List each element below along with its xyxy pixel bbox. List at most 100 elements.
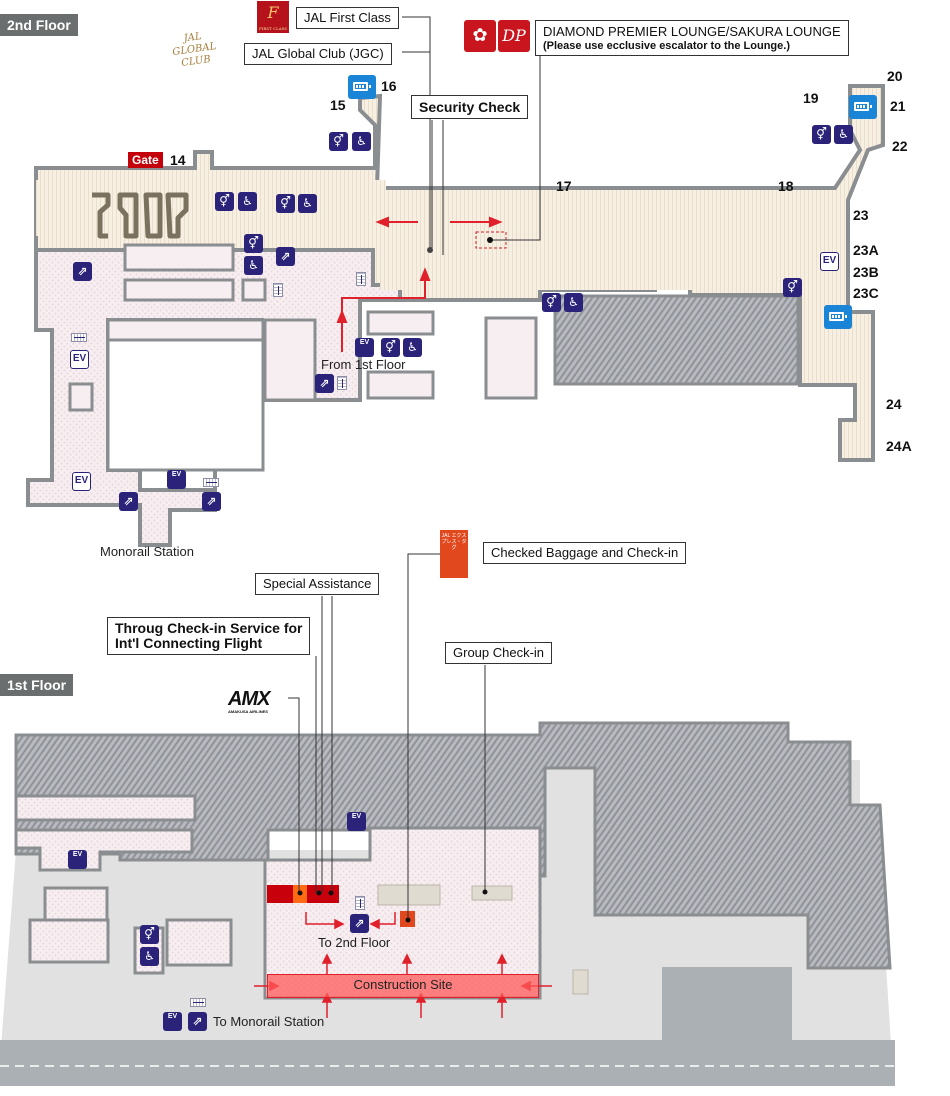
- wheelchair-icon: ♿: [564, 293, 583, 312]
- wheelchair-icon: ♿: [140, 947, 159, 966]
- restroom-icon: ⚥: [329, 132, 348, 151]
- gate-23[interactable]: 23: [853, 207, 869, 223]
- charging-station-icon: [849, 95, 877, 119]
- charging-station-icon: [824, 305, 852, 329]
- escalator-icon: ⇗: [119, 492, 138, 511]
- monorail-station-label: Monorail Station: [100, 544, 194, 559]
- gate-20[interactable]: 20: [887, 68, 903, 84]
- callout-through-checkin[interactable]: Throug Check-in Service for Int'l Connec…: [107, 617, 311, 655]
- callout-lounge[interactable]: DIAMOND PREMIER LOUNGE/SAKURA LOUNGE (Pl…: [535, 20, 849, 56]
- gate-23a[interactable]: 23A: [853, 242, 879, 258]
- escalator-icon: ⇗: [73, 262, 92, 281]
- jal-first-class-logo: F FIRST CLASS: [257, 1, 289, 33]
- ev-label: EV: [171, 471, 182, 478]
- escalator-icon: ⇗: [276, 247, 295, 266]
- jal-express-tag-logo: JAL エクスプレス・タグ: [440, 530, 468, 578]
- construction-site: Construction Site: [267, 974, 539, 998]
- jgc-logo: JAL GLOBAL CLUB: [171, 30, 217, 69]
- stairs-icon: [71, 333, 87, 342]
- amx-logo-subtext: AMAKUSA AIRLINES: [228, 709, 268, 714]
- accessible-elevator-icon: EV: [355, 338, 374, 357]
- restroom-icon: ⚥: [244, 234, 263, 253]
- gate-24[interactable]: 24: [886, 396, 902, 412]
- stairs-icon: [190, 998, 206, 1007]
- second-floor-routes: [336, 216, 503, 352]
- escalator-icon: ⇗: [188, 1012, 207, 1031]
- elevator-icon: EV: [820, 252, 839, 271]
- gate-17[interactable]: 17: [556, 178, 572, 194]
- restroom-icon: ⚥: [140, 925, 159, 944]
- elevator-icon: EV: [70, 350, 89, 369]
- second-floor-restricted-area: [553, 294, 800, 386]
- restroom-icon: ⚥: [812, 125, 831, 144]
- to-second-floor-label: To 2nd Floor: [318, 935, 391, 950]
- gate-14[interactable]: 14: [170, 152, 186, 168]
- gate-23b[interactable]: 23B: [853, 264, 879, 280]
- callout-checked-baggage[interactable]: Checked Baggage and Check-in: [483, 542, 687, 564]
- stairs-icon: [356, 272, 366, 286]
- stairs-icon: [203, 478, 219, 487]
- escalator-icon: ⇗: [315, 374, 334, 393]
- callout-jal-first-class[interactable]: JAL First Class: [296, 7, 399, 29]
- restroom-icon: ⚥: [542, 293, 561, 312]
- stairs-icon: [355, 896, 365, 910]
- first-class-logo-text: FIRST CLASS: [258, 26, 288, 31]
- group-counter: [471, 885, 513, 901]
- ev-label: EV: [72, 851, 83, 858]
- ev-label: EV: [359, 339, 370, 346]
- through-checkin-line2: Int'l Connecting Flight: [115, 635, 263, 651]
- callout-special-assistance[interactable]: Special Assistance: [255, 573, 380, 595]
- through-checkin-line1: Throug Check-in Service for: [115, 620, 303, 636]
- amx-logo-text: AMX: [228, 688, 270, 710]
- ev-label: EV: [167, 1013, 178, 1020]
- wheelchair-icon: ♿: [298, 194, 317, 213]
- first-floor-leader-lines: [288, 553, 486, 918]
- floor-tag-first: 1st Floor: [0, 674, 74, 696]
- gate-15[interactable]: 15: [330, 97, 346, 113]
- gate-19[interactable]: 19: [803, 90, 819, 106]
- diamond-premier-logo: DP: [498, 20, 530, 52]
- callout-jgc[interactable]: JAL Global Club (JGC): [244, 43, 392, 65]
- gate-22[interactable]: 22: [892, 138, 908, 154]
- wheelchair-icon: ♿: [834, 125, 853, 144]
- gate-badge: Gate: [128, 152, 163, 168]
- stairs-icon: [337, 376, 347, 390]
- callout-security-check[interactable]: Security Check: [411, 95, 529, 119]
- restroom-icon: ⚥: [381, 338, 400, 357]
- sakura-lounge-logo: ✿: [464, 20, 496, 52]
- callout-group-checkin[interactable]: Group Check-in: [445, 642, 553, 664]
- roadway: [0, 1040, 895, 1086]
- ev-label: EV: [351, 813, 362, 820]
- baggage-counter: [377, 884, 441, 906]
- restroom-icon: ⚥: [783, 278, 802, 297]
- stairs-icon: [273, 283, 283, 297]
- gate-18[interactable]: 18: [778, 178, 794, 194]
- second-floor-leader-lines: [402, 16, 541, 255]
- wheelchair-icon: ♿: [244, 256, 263, 275]
- escalator-icon: ⇗: [350, 914, 369, 933]
- first-class-mark: F: [267, 3, 279, 22]
- accessible-elevator-icon: EV: [163, 1012, 182, 1031]
- from-first-floor-label: From 1st Floor: [321, 357, 406, 372]
- wheelchair-icon: ♿: [238, 192, 257, 211]
- elevator-icon: EV: [72, 472, 91, 491]
- checkin-islands: [92, 192, 189, 239]
- lounge-note: (Please use ecclusive escalator to the L…: [543, 40, 790, 52]
- wheelchair-icon: ♿: [403, 338, 422, 357]
- restroom-icon: ⚥: [215, 192, 234, 211]
- gate-16[interactable]: 16: [381, 78, 397, 94]
- to-monorail-station-label: To Monorail Station: [213, 1014, 325, 1029]
- floor-tag-second: 2nd Floor: [0, 14, 78, 36]
- gate-24a[interactable]: 24A: [886, 438, 912, 454]
- charging-station-icon: [348, 75, 376, 99]
- gate-23c[interactable]: 23C: [853, 285, 879, 301]
- lounge-title: DIAMOND PREMIER LOUNGE/SAKURA LOUNGE: [543, 24, 841, 39]
- restroom-icon: ⚥: [276, 194, 295, 213]
- gate-21[interactable]: 21: [890, 98, 906, 114]
- accessible-elevator-icon: EV: [68, 850, 87, 869]
- accessible-elevator-icon: EV: [167, 470, 186, 489]
- escalator-icon: ⇗: [202, 492, 221, 511]
- wheelchair-icon: ♿: [352, 132, 371, 151]
